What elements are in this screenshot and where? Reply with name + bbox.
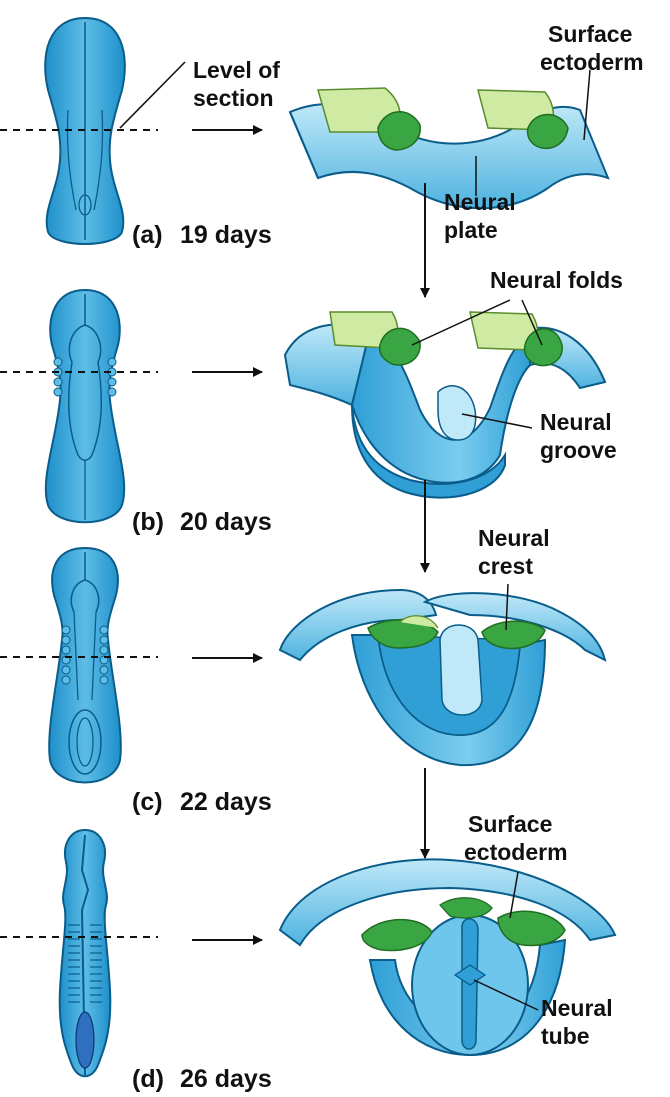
neural-tube-label-line2: tube xyxy=(541,1023,590,1049)
embryo-c xyxy=(49,548,121,783)
surface-ectoderm-bottom-label-line2: ectoderm xyxy=(464,839,568,865)
stage-c-letter: (c) xyxy=(132,788,163,816)
neural-crest-label-line2: crest xyxy=(478,553,533,579)
embryo-b xyxy=(46,290,124,522)
neural-crest-label-line1: Neural xyxy=(478,525,550,551)
surface-ectoderm-bottom-label-line1: Surface xyxy=(468,811,552,837)
level-of-section-label-line1: Level of xyxy=(193,57,280,83)
stage-a-letter: (a) xyxy=(132,221,163,249)
stage-c-age: 22 days xyxy=(180,788,272,816)
stage-b-age: 20 days xyxy=(180,508,272,536)
stage-b-letter: (b) xyxy=(132,508,164,536)
stage-d-age: 26 days xyxy=(180,1065,272,1093)
neural-groove-label-line1: Neural xyxy=(540,409,612,435)
surface-ectoderm-top-label-line2: ectoderm xyxy=(540,49,644,75)
neural-groove-label-line2: groove xyxy=(540,437,617,463)
stage-a: Level of section Surface ectoderm Neural… xyxy=(0,18,644,249)
neural-plate-label-line1: Neural xyxy=(444,189,516,215)
stage-d: Surface ectoderm Neural tube (d) 26 days xyxy=(0,811,615,1093)
surface-ectoderm-top-label-line1: Surface xyxy=(548,21,632,47)
stage-b: Neural folds Neural groove (b) 20 days xyxy=(0,267,623,536)
embryo-d xyxy=(60,830,111,1076)
stage-c: Neural crest (c) 22 days xyxy=(0,525,605,816)
neural-tube-label-line1: Neural xyxy=(541,995,613,1021)
stage-d-letter: (d) xyxy=(132,1065,164,1093)
stage-a-age: 19 days xyxy=(180,221,272,249)
section-neural-crest xyxy=(280,590,605,765)
level-of-section-label-line2: section xyxy=(193,85,274,111)
section-neural-groove xyxy=(285,312,605,498)
neural-plate-label-line2: plate xyxy=(444,217,498,243)
level-of-section-leader xyxy=(120,62,185,128)
neural-folds-label: Neural folds xyxy=(490,267,623,293)
